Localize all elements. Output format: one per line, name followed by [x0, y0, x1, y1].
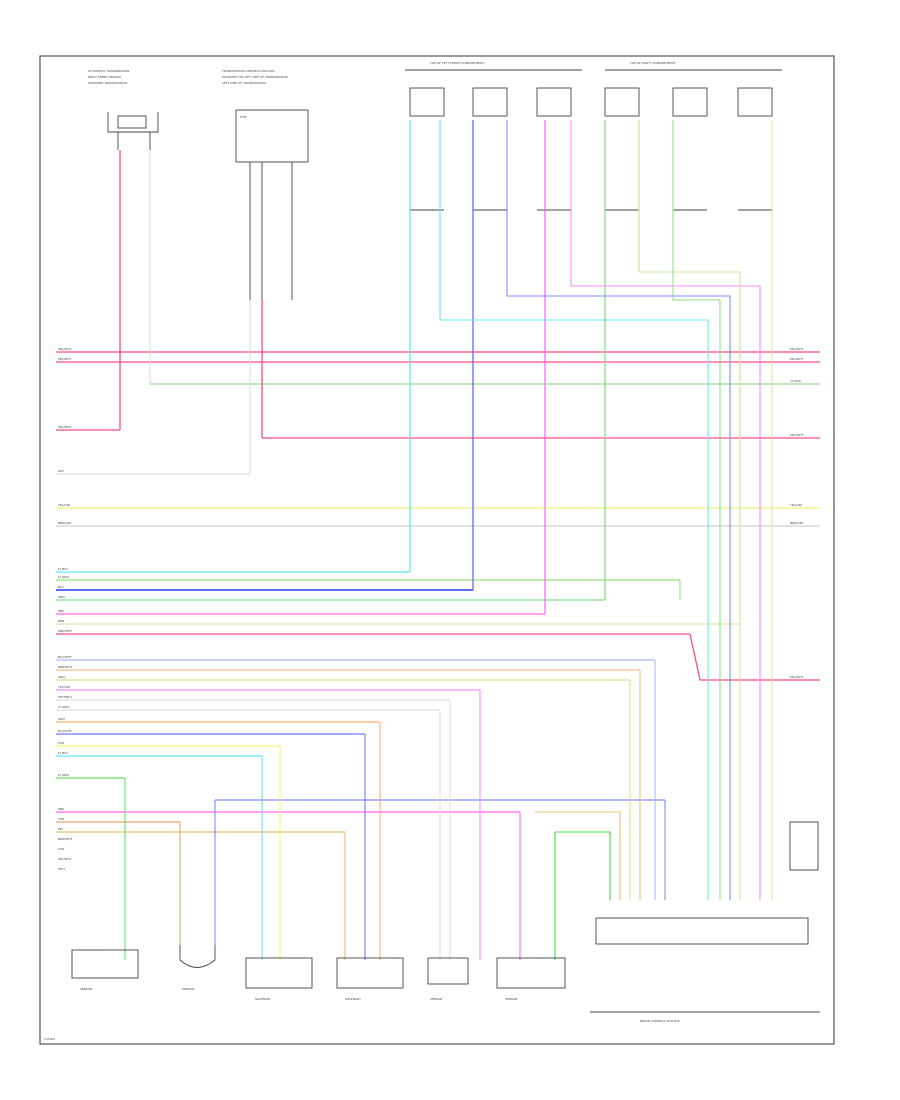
svg-text:AUTOMATIC TRANSMISSION: AUTOMATIC TRANSMISSION	[88, 69, 129, 73]
wire-label-right: LT GRN	[790, 379, 801, 383]
svg-text:INPUT SPEED SENSOR: INPUT SPEED SENSOR	[88, 75, 121, 79]
relay-group-left: TOP OF LEFT FRONT COMPARTMENT	[405, 61, 582, 211]
diagram-frame	[39, 55, 835, 1045]
wire-label-left: PNK	[58, 807, 65, 811]
wire-label-left: YEL/GRY	[58, 685, 71, 689]
bottom-components	[71, 821, 820, 1013]
bottom-comp-label-3: SOLENOID	[255, 997, 271, 1001]
footer-left-label: C-8384	[44, 1037, 55, 1041]
wire-label-left: LT GRN	[58, 575, 69, 579]
svg-text:MOUNTED TRANSMISSION: MOUNTED TRANSMISSION	[88, 81, 127, 85]
wire-label-left: GRN	[58, 595, 65, 599]
top-mid-module: TRANSMISSION CONTROL MODULE MOUNTED ON L…	[221, 69, 309, 300]
wire-label-left: PPL/WHT	[58, 357, 72, 361]
relay-group-right-label: TOP OF RIGHT COMPARTMENT	[629, 61, 675, 65]
wire-label-right: BRN/GRY	[790, 521, 804, 525]
wire-label-left: YEL/GRY	[58, 503, 71, 507]
wire-label-left: BLU/WHT	[58, 655, 72, 659]
horizontal-wires	[56, 120, 820, 833]
wire-label-left: LT GRN	[58, 773, 69, 777]
wire-label-right: PPL/WHT	[790, 675, 804, 679]
wire-label-left: PPL/WHT	[58, 347, 72, 351]
right-wire-labels: PPL/WHT PPL/WHT LT GRN PPL/WHT YEL/GRY BRN/GR…	[790, 347, 804, 679]
left-wire-labels: PPL/WHT PPL/WHT PPL/WHT GRY YEL/GRY BRN/GRY LT…	[57, 347, 73, 871]
wire-label-left: WHT	[58, 867, 65, 871]
wire-label-left: LT GRN	[58, 705, 69, 709]
svg-text:TRANSMISSION CONTROL MODULE: TRANSMISSION CONTROL MODULE	[221, 69, 274, 73]
svg-text:MOUNTED ON LEFT SIDE OF TRANSM: MOUNTED ON LEFT SIDE OF TRANSMISSION	[222, 75, 288, 79]
wire-label-left: BLU	[58, 585, 64, 589]
wire-label-left: LT BLU	[58, 751, 68, 755]
vertical-wires	[124, 120, 773, 960]
top-module-label: TCM	[239, 115, 247, 119]
bottom-comp-label-1: SENSOR	[80, 987, 92, 991]
relay-group-right: TOP OF RIGHT COMPARTMENT	[604, 61, 782, 211]
svg-text:LEFT SIDE OF TRANSMISSION: LEFT SIDE OF TRANSMISSION	[222, 81, 266, 85]
wire-label-right: PPL/WHT	[790, 433, 804, 437]
wire-label-right: PPL/WHT	[790, 357, 804, 361]
wire-label-left: PNK	[58, 609, 65, 613]
wire-label-left: BRN/WHT	[58, 665, 73, 669]
wire-label-left: BRN/WHT	[58, 837, 73, 841]
wire-label-left: LT BLU	[58, 567, 68, 571]
wire-label-right: YEL/GRY	[790, 503, 803, 507]
wire-label-left: TAN	[57, 847, 64, 851]
bottom-comp-label-6: SENSOR	[505, 997, 517, 1001]
wire-label-left: GRN	[58, 717, 65, 721]
wire-label-left: TAN	[57, 741, 64, 745]
wire-label-left: PNK/WHT	[58, 629, 72, 633]
bottom-comp-label-5: SENSOR	[430, 997, 442, 1001]
module-label-bottom-right: BRAKE CONTROL MODULE	[640, 1019, 680, 1023]
wire-label-left: BLU/WHT	[58, 729, 72, 733]
top-left-sensor: AUTOMATIC TRANSMISSION INPUT SPEED SENSO…	[88, 69, 159, 150]
wire-label-left: GRN	[58, 675, 65, 679]
relay-group-left-label: TOP OF LEFT FRONT COMPARTMENT	[429, 61, 484, 65]
bottom-labels: SENSOR SENSOR SOLENOID SOLENOID SENSOR S…	[44, 987, 680, 1041]
wire-label-left: TAN	[57, 817, 64, 821]
wire-label-left: PPL	[58, 827, 64, 831]
bottom-comp-label-4: SOLENOID	[345, 997, 361, 1001]
wire-label-left: PPL/WHT	[58, 857, 72, 861]
wire-label-left: GRY	[58, 469, 64, 473]
wire-label-left: WHT/BLU	[58, 695, 72, 699]
wire-label-left: BRN	[58, 619, 64, 623]
wire-label-right: PPL/WHT	[790, 347, 804, 351]
wire-label-left: BRN/GRY	[58, 521, 72, 525]
wire-label-left: PPL/WHT	[58, 425, 72, 429]
bottom-comp-label-2: SENSOR	[182, 987, 194, 991]
